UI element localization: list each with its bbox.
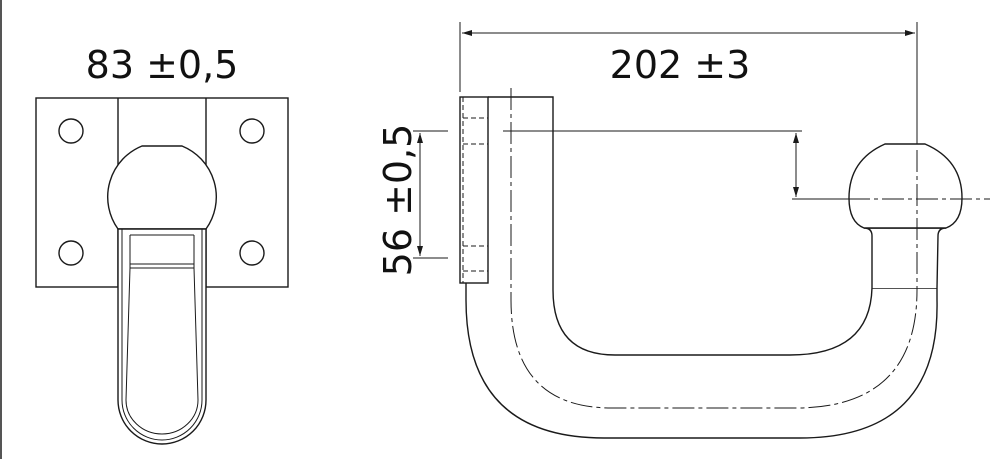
side-view: 202 ±3 56 ±0,5 bbox=[376, 22, 990, 439]
bolt-hole bbox=[58, 240, 84, 266]
shank bbox=[117, 228, 207, 445]
frame-edge bbox=[0, 0, 2, 459]
length-dimension-label: 202 ±3 bbox=[610, 43, 751, 87]
tow-ball bbox=[107, 145, 217, 230]
side-tow-ball bbox=[848, 143, 963, 229]
front-view: 83 ±0,5 bbox=[35, 43, 289, 445]
height-dimension-label: 56 ±0,5 bbox=[376, 124, 420, 277]
side-plate bbox=[459, 96, 489, 284]
bolt-hole bbox=[58, 118, 84, 144]
bolt-hole bbox=[239, 240, 265, 266]
width-dimension-label: 83 ±0,5 bbox=[86, 43, 239, 87]
bolt-hole bbox=[239, 118, 265, 144]
